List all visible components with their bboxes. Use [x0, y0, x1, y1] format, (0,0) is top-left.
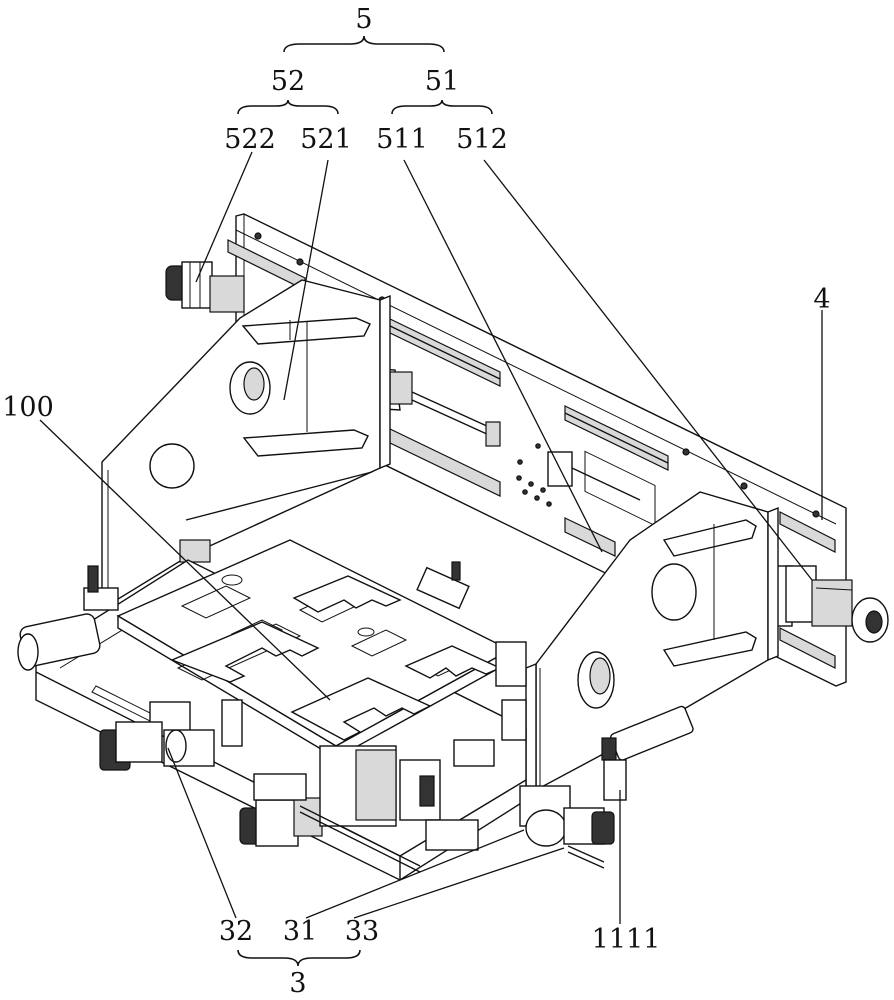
label-51: 51 — [425, 66, 459, 97]
label-33: 33 — [345, 916, 379, 947]
label-4: 4 — [813, 284, 830, 315]
label-braces — [237, 35, 493, 967]
label-5: 5 — [355, 4, 372, 35]
label-100: 100 — [2, 392, 54, 423]
leader-lines — [39, 151, 823, 924]
clamp-pads — [170, 575, 502, 741]
callout-labels: 5 52 51 522 521 511 512 4 100 32 31 33 3… — [2, 4, 830, 999]
right-motor — [755, 565, 889, 643]
label-52: 52 — [271, 66, 305, 97]
label-32: 32 — [219, 916, 253, 947]
label-522: 522 — [224, 124, 276, 155]
front-motor-assembly — [239, 745, 479, 873]
right-gantry-plate — [525, 491, 779, 796]
plate-side-cylinders — [221, 561, 527, 767]
label-31: 31 — [283, 916, 317, 947]
left-back-motor — [165, 261, 245, 313]
left-cylinder-assembly — [17, 565, 215, 771]
label-521: 521 — [300, 124, 352, 155]
label-1111: 1111 — [592, 924, 661, 955]
left-gantry-plate — [101, 279, 391, 605]
label-511: 511 — [376, 124, 428, 155]
label-512: 512 — [456, 124, 508, 155]
label-3: 3 — [289, 968, 306, 999]
